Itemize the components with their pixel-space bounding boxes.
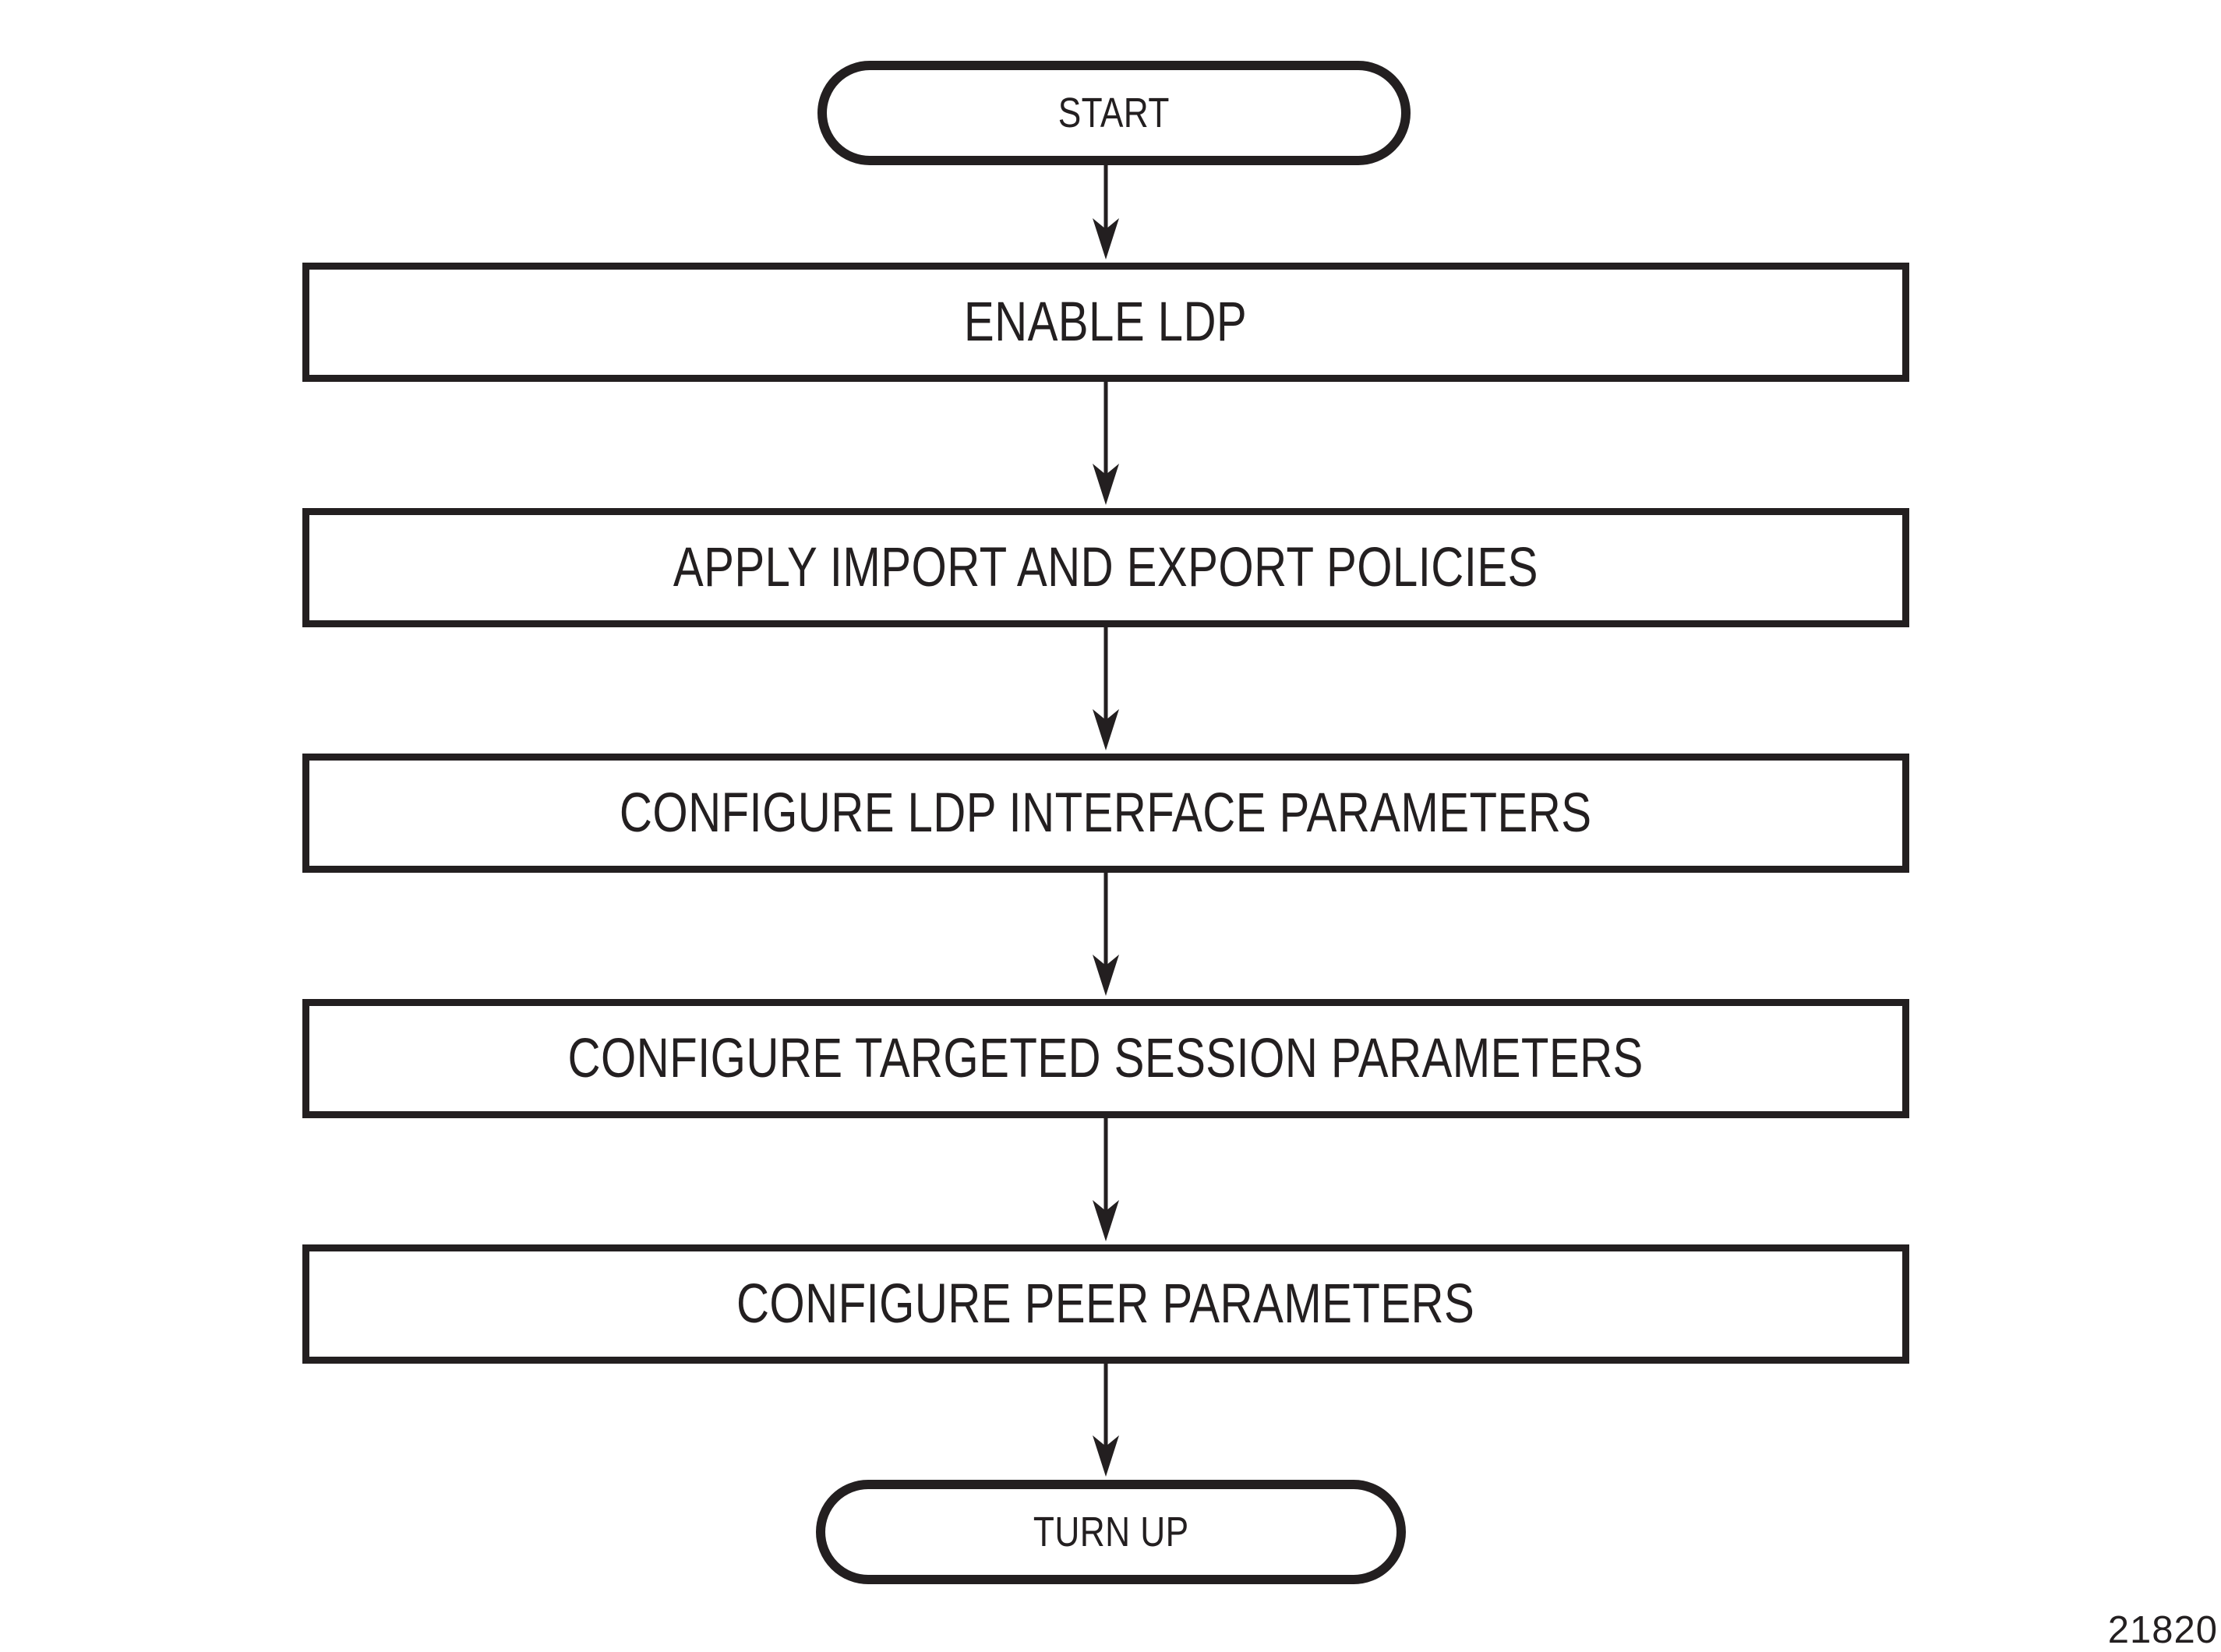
arrow-enable-ldp-to-apply-policies <box>1093 382 1119 505</box>
figure-number: 21820 <box>2107 1609 2218 1651</box>
enable-ldp-label: ENABLE LDP <box>964 291 1248 353</box>
flowchart-node-configure-ldp-interface-parameters: CONFIGURE LDP INTERFACE PARAMETERS <box>302 754 1909 873</box>
flowchart-node-turn-up: TURN UP <box>816 1480 1406 1584</box>
flowchart-node-apply-import-export-policies: APPLY IMPORT AND EXPORT POLICIES <box>302 508 1909 627</box>
flowchart-node-enable-ldp: ENABLE LDP <box>302 263 1909 382</box>
arrow-start-to-enable-ldp <box>1093 165 1119 259</box>
flowchart-node-start: START <box>817 61 1411 165</box>
flowchart-node-configure-targeted-session-parameters: CONFIGURE TARGETED SESSION PARAMETERS <box>302 999 1909 1118</box>
arrow-apply-policies-to-ldp-interface <box>1093 627 1119 750</box>
arrow-targeted-session-to-peer <box>1093 1118 1119 1241</box>
configure-ldp-interface-parameters-label: CONFIGURE LDP INTERFACE PARAMETERS <box>620 782 1592 844</box>
flowchart-node-configure-peer-parameters: CONFIGURE PEER PARAMETERS <box>302 1244 1909 1364</box>
turn-up-label: TURN UP <box>1033 1509 1189 1555</box>
arrow-peer-to-turn-up <box>1093 1364 1119 1477</box>
configure-targeted-session-parameters-label: CONFIGURE TARGETED SESSION PARAMETERS <box>567 1028 1644 1089</box>
apply-import-export-policies-label: APPLY IMPORT AND EXPORT POLICIES <box>673 537 1538 598</box>
arrow-ldp-interface-to-targeted-session <box>1093 873 1119 996</box>
configure-peer-parameters-label: CONFIGURE PEER PARAMETERS <box>736 1273 1475 1335</box>
start-label: START <box>1058 90 1171 136</box>
